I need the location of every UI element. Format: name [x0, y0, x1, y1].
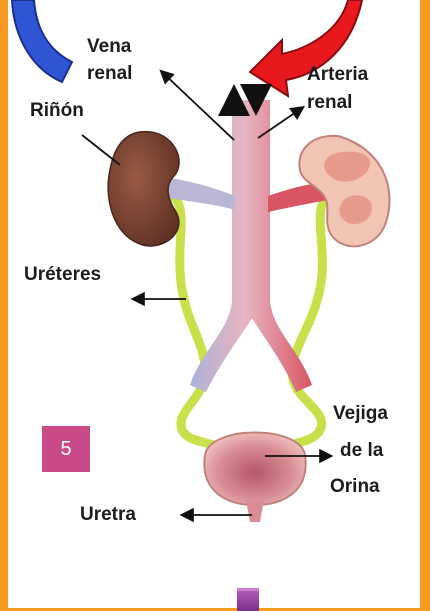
blue-curved-arrow — [12, 0, 72, 82]
slide-number-badge: 5 — [42, 426, 90, 472]
label-arteria-renal-line1: Arteria — [307, 64, 368, 86]
label-arteria-renal-line2: renal — [307, 92, 352, 114]
rinon-leader — [82, 135, 120, 165]
label-vejiga-line3: Orina — [330, 476, 380, 498]
vena-renal-leader — [162, 72, 234, 140]
label-ureteres: Uréteres — [24, 264, 101, 286]
urethra — [246, 500, 264, 522]
label-vejiga-line1: Vejiga — [333, 403, 388, 425]
left-kidney — [108, 132, 179, 246]
bladder — [204, 433, 305, 506]
label-rinon: Riñón — [30, 100, 84, 122]
label-vejiga-line2: de la — [340, 440, 383, 462]
right-ureter — [278, 195, 330, 452]
label-uretra: Uretra — [80, 504, 136, 526]
label-vena-renal-line1: Vena — [87, 36, 131, 58]
label-vena-renal-line2: renal — [87, 63, 132, 85]
